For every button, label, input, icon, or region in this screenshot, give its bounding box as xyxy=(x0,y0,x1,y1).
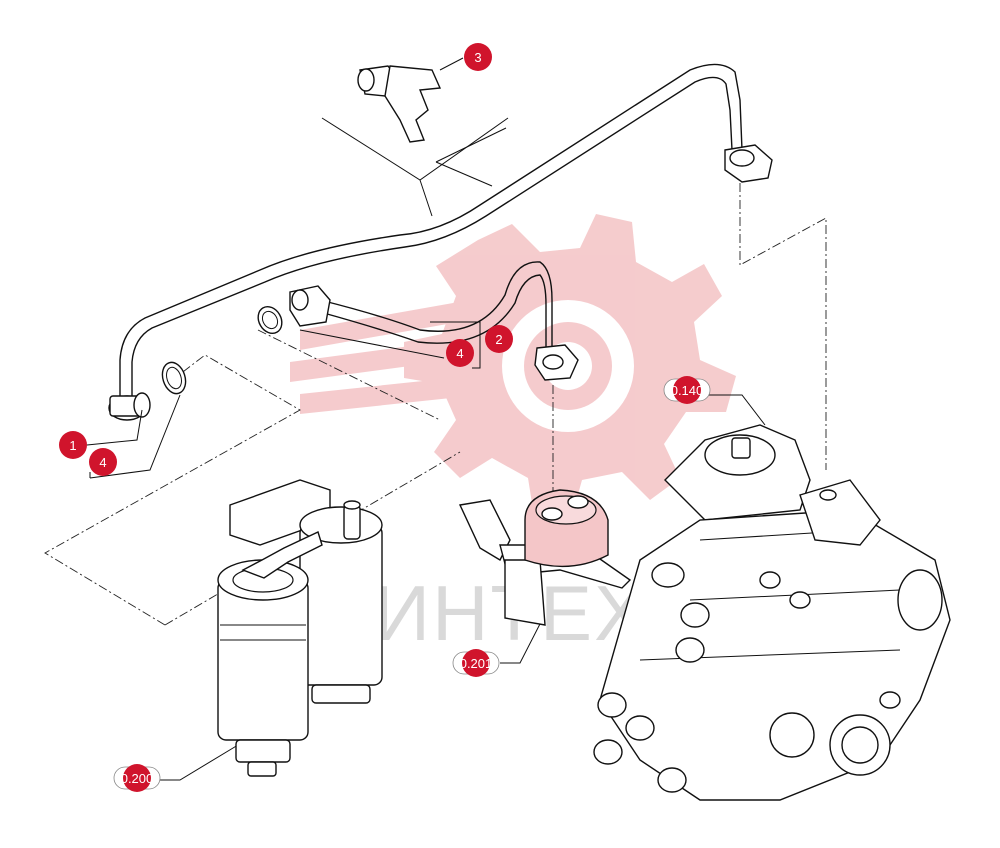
o-rings xyxy=(161,305,283,395)
svg-text:0.140: 0.140 xyxy=(671,383,704,398)
svg-text:4: 4 xyxy=(456,346,463,361)
svg-text:0.200: 0.200 xyxy=(121,771,154,786)
svg-text:4: 4 xyxy=(99,455,106,470)
reference-0200: 0.200 xyxy=(113,764,161,792)
svg-text:3: 3 xyxy=(474,50,481,65)
fuel-pipe-short xyxy=(289,261,579,381)
fuel-pipe-long xyxy=(108,63,773,421)
callout-3: 3 xyxy=(464,43,492,71)
svg-text:0.201: 0.201 xyxy=(460,656,493,671)
callout-1: 1 xyxy=(59,431,87,459)
callout-2: 2 xyxy=(485,325,513,353)
callout-4a: 4 xyxy=(446,339,474,367)
fuel-filter-assembly xyxy=(217,479,383,777)
svg-text:1: 1 xyxy=(69,438,76,453)
lift-pump xyxy=(458,489,632,626)
watermark-gear-icon xyxy=(290,214,736,516)
leader-lines xyxy=(86,57,766,781)
reference-0140: 0.140 xyxy=(663,376,711,404)
reference-0201: 0.201 xyxy=(452,649,500,677)
pipe-clip-part xyxy=(357,65,442,143)
svg-text:2: 2 xyxy=(495,332,502,347)
callout-4b: 4 xyxy=(89,448,117,476)
injection-pump xyxy=(593,424,951,801)
